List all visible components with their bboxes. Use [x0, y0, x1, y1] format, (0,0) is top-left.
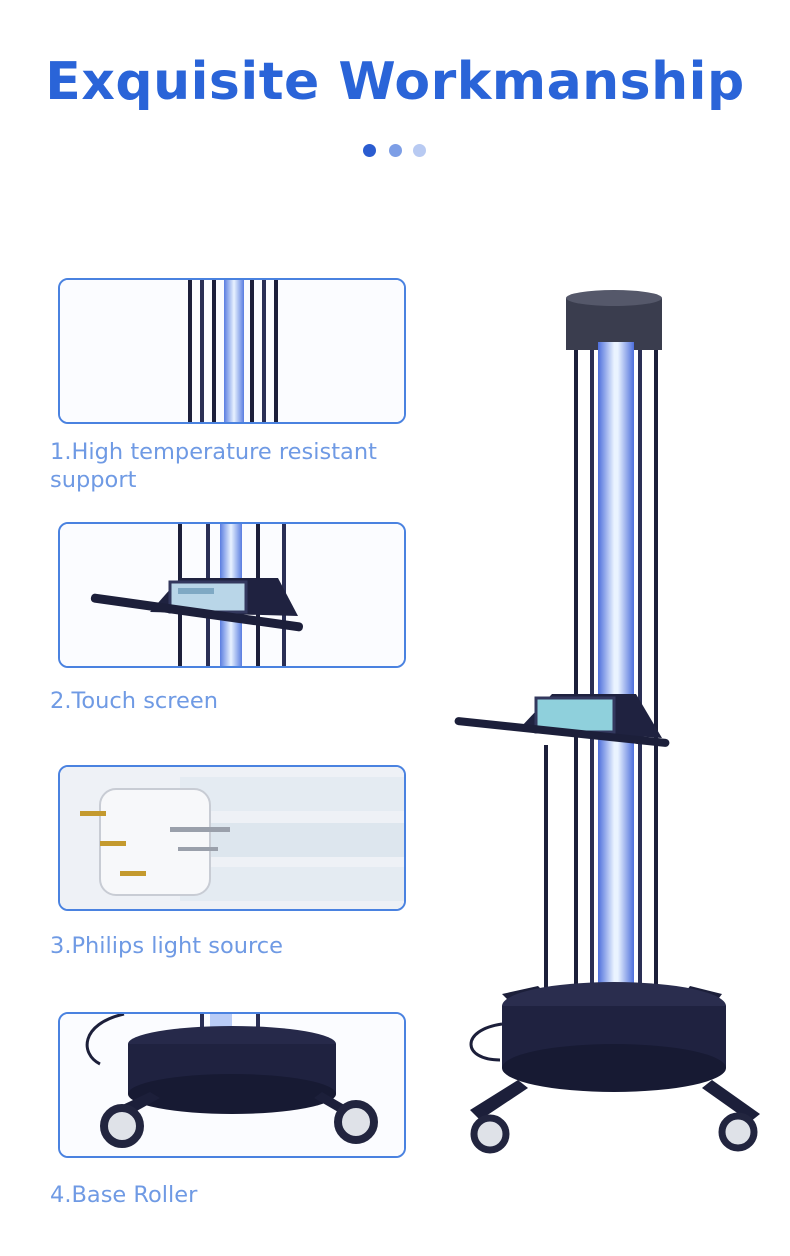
page-title: Exquisite Workmanship [45, 52, 745, 112]
feature-caption-touch-screen: 2.Touch screen [50, 688, 218, 714]
feature-caption-light-source: 3.Philips light source [50, 933, 283, 959]
feature-image-base-roller [58, 1012, 406, 1158]
base-roller-illustration [60, 1014, 404, 1156]
feature-caption-base-roller: 4.Base Roller [50, 1182, 198, 1208]
pagination-dot-2[interactable] [389, 144, 402, 157]
feature-image-touch-screen [58, 522, 406, 668]
feature-image-support [58, 278, 406, 424]
pagination-dot-3[interactable] [413, 144, 426, 157]
philips-lamp-illustration [60, 767, 404, 909]
support-rods-illustration [60, 280, 404, 422]
touch-screen-illustration [60, 524, 404, 666]
feature-image-light-source [58, 765, 406, 911]
pagination-dot-1[interactable] [363, 144, 376, 157]
feature-caption-support: 1.High temperature resistant support [50, 439, 377, 493]
uv-lamp-product-image [454, 290, 760, 1154]
